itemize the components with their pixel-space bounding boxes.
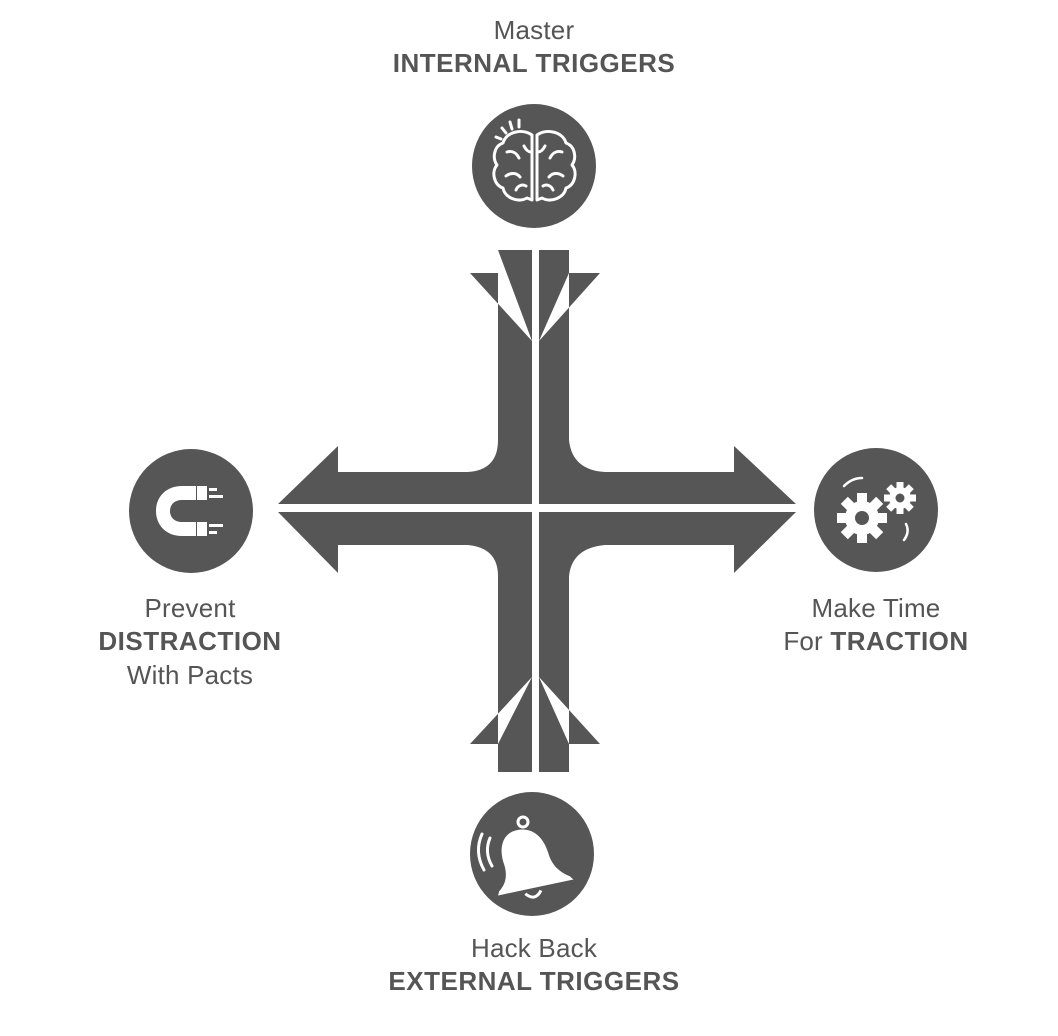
label-internal-triggers: Master INTERNAL TRIGGERS	[334, 14, 734, 81]
brain-icon	[492, 118, 577, 202]
gears-icon	[837, 476, 916, 543]
label-bottom-line2: EXTERNAL TRIGGERS	[388, 966, 680, 997]
label-right-line2-prefix: For	[783, 626, 823, 657]
label-right-line2-bold: TRACTION	[830, 626, 969, 657]
arrow-quadrant-top-right	[539, 250, 796, 504]
node-right	[814, 448, 938, 572]
label-distraction: Prevent DISTRACTION With Pacts	[40, 592, 340, 692]
magnet-icon	[156, 486, 223, 536]
label-right-line1: Make Time	[811, 593, 941, 623]
label-left-line3: With Pacts	[126, 659, 254, 690]
node-left	[129, 449, 253, 573]
crossroads-arrows	[278, 250, 796, 772]
arrow-quadrant-bottom-right	[539, 512, 796, 772]
arrow-quadrant-bottom-left	[278, 512, 532, 772]
label-left-line2: DISTRACTION	[98, 626, 282, 657]
node-bottom	[470, 792, 594, 916]
label-left-line1: Prevent	[144, 593, 236, 623]
bell-icon	[477, 815, 574, 899]
arrow-quadrant-top-left	[278, 250, 532, 504]
node-top	[472, 104, 596, 228]
label-bottom-line1: Hack Back	[470, 933, 598, 963]
label-traction: Make Time For TRACTION	[726, 592, 1026, 659]
label-top-line2: INTERNAL TRIGGERS	[392, 48, 676, 79]
label-external-triggers: Hack Back EXTERNAL TRIGGERS	[334, 932, 734, 999]
label-top-line1: Master	[493, 15, 575, 45]
